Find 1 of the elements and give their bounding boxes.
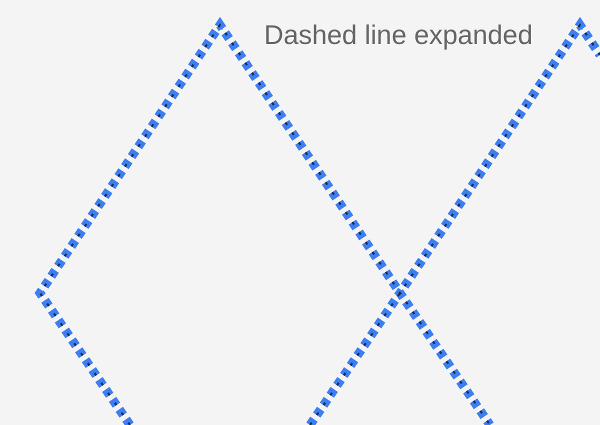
title: Dashed line expanded xyxy=(264,20,533,51)
